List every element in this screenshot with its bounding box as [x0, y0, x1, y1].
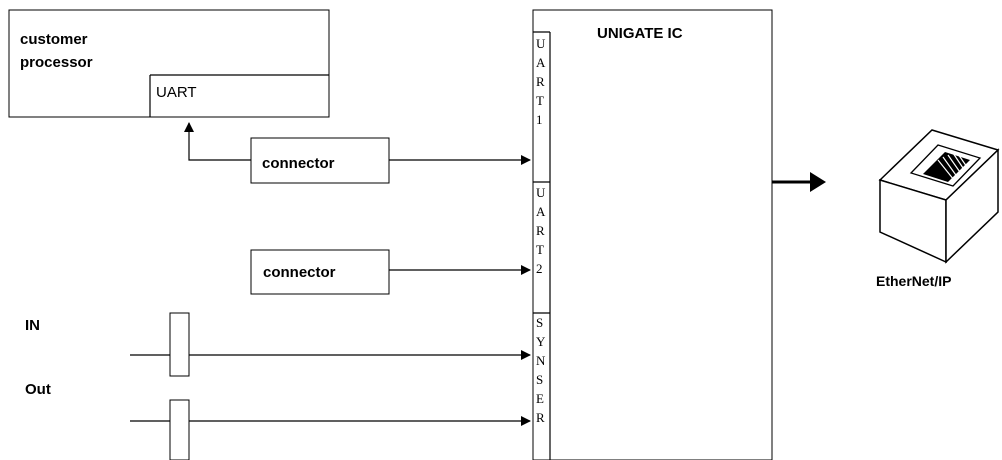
unigate-output-arrowhead — [810, 172, 826, 192]
signal-out-block: Out — [25, 381, 531, 460]
signal-in-terminal — [169, 312, 190, 377]
ethernet-jack-icon — [878, 129, 1000, 264]
port-uart2: UART 2 — [536, 185, 546, 276]
port-uart1-letter: A — [536, 55, 546, 70]
signal-out-terminal — [169, 399, 190, 460]
port-synser-letter: S — [536, 372, 543, 387]
port-synser-letter: S — [536, 315, 543, 330]
connector-bottom-label: connector — [263, 264, 336, 281]
port-synser-letter: E — [536, 391, 544, 406]
ethernet-label: EtherNet/IP — [876, 273, 951, 289]
customer-processor-title-line1: customer — [20, 31, 88, 48]
connector-bottom-box — [250, 249, 390, 295]
port-uart2-letter: 2 — [536, 261, 543, 276]
port-uart1: UART 1 — [536, 36, 546, 127]
port-uart1-letter: 1 — [536, 112, 543, 127]
connector-top-to-customer-uart-arrow — [184, 122, 251, 161]
connector-top-label: connector — [262, 155, 335, 172]
port-uart2-letter: R — [536, 223, 545, 238]
customer-processor-box — [8, 9, 330, 118]
port-synser-letter: R — [536, 410, 545, 425]
port-synser-letter: Y — [536, 334, 546, 349]
port-uart1-letter: U — [536, 36, 546, 51]
connector-top-box — [250, 137, 390, 184]
port-synser-letter: N — [536, 353, 546, 368]
port-uart2-letter: T — [536, 242, 544, 257]
port-uart1-letter: T — [536, 93, 544, 108]
port-uart2-letter: A — [536, 204, 546, 219]
unigate-ic-box — [532, 9, 773, 460]
connector-top-block: connector — [184, 122, 531, 184]
customer-processor-title-line2: processor — [20, 54, 93, 71]
connector-bottom-block: connector — [250, 249, 531, 295]
signal-in-block: IN — [25, 312, 531, 377]
signal-out-label: Out — [25, 381, 51, 398]
port-uart2-letter: U — [536, 185, 546, 200]
signal-in-label: IN — [25, 317, 40, 334]
port-uart1-letter: R — [536, 74, 545, 89]
customer-uart-label: UART — [156, 84, 197, 101]
unigate-ic-title: UNIGATE IC — [597, 25, 683, 42]
customer-processor-block: customer processor UART — [8, 9, 330, 118]
